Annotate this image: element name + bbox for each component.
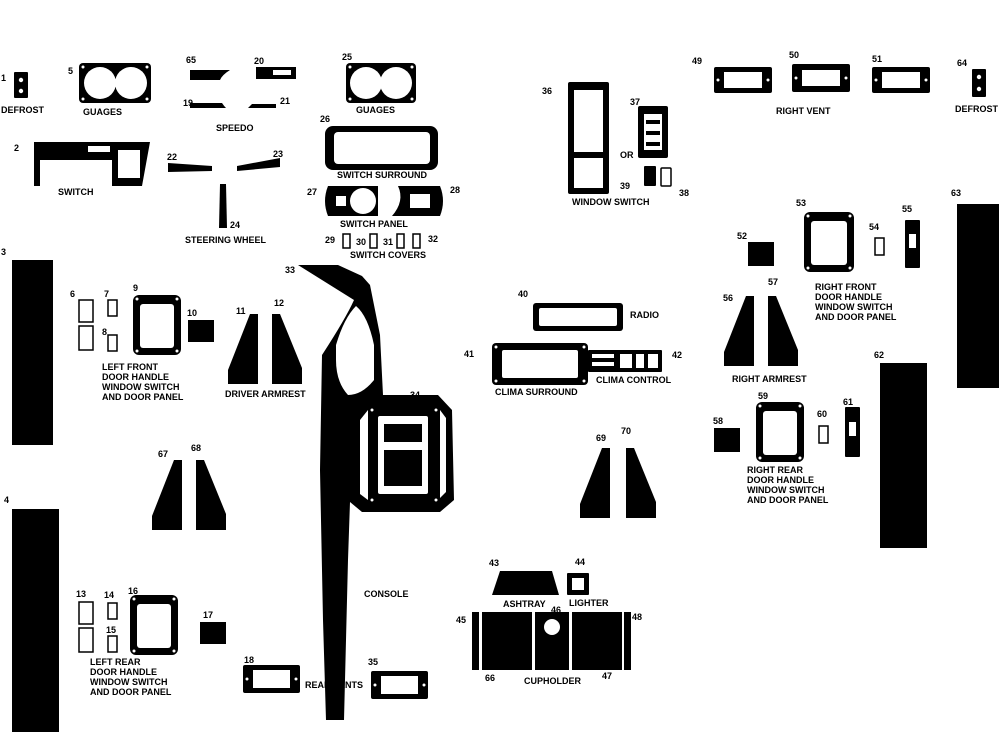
- part-16-left-rear-door: [130, 595, 178, 655]
- part-54-right-front-door: [874, 237, 885, 256]
- part-62-right-rear-strip: [880, 363, 927, 548]
- part-10-left-front-door: [188, 320, 214, 342]
- part-19-speedo: [190, 103, 226, 108]
- part-59-right-rear-door: [756, 402, 804, 462]
- part-52-right-front-door: [748, 242, 774, 266]
- part-39-window-switch: [644, 166, 656, 186]
- part-1-defrost-left: [14, 72, 28, 98]
- part-70-rear-armrest: [626, 448, 656, 518]
- part-41-clima-surround: [492, 343, 588, 385]
- part-15-left-rear-door: [107, 635, 118, 653]
- part-4-left-rear-strip: [12, 509, 59, 732]
- part-58-right-rear-door: [714, 428, 740, 452]
- part-20-speedo: [256, 67, 296, 79]
- part-2-switch: [34, 142, 150, 186]
- part-18-rear-vent: [243, 665, 300, 693]
- part-31-switch-cover: [396, 233, 405, 249]
- part-50-right-vent: [792, 64, 850, 92]
- part-38-window-switch: [660, 167, 672, 187]
- part-37-window-switch: [638, 106, 668, 158]
- part-22-steering-wheel: [168, 163, 212, 172]
- part-55-right-front-door: [905, 220, 920, 268]
- part-69-rear-armrest: [580, 448, 610, 518]
- part-56-right-armrest: [724, 296, 754, 366]
- part-53-right-front-door: [804, 212, 854, 272]
- part-23-steering-wheel: [237, 158, 280, 171]
- part-28-switch-panel: [392, 186, 443, 216]
- part-5-guages-left: [79, 63, 151, 103]
- part-12-driver-armrest: [272, 314, 302, 384]
- part-64-defrost-right: [972, 69, 986, 97]
- part-51-right-vent: [872, 67, 930, 93]
- part-60-right-rear-door: [818, 425, 829, 444]
- part-26-switch-surround: [325, 126, 438, 170]
- part-9-left-front-door: [133, 295, 181, 355]
- part-35-rear-vent: [371, 671, 428, 699]
- part-43-ashtray: [492, 571, 559, 595]
- part-36-window-switch: [568, 82, 609, 194]
- part-24-steering-wheel: [219, 184, 227, 228]
- part-3-left-door-strip: [12, 260, 53, 445]
- part-8-left-front-door: [107, 334, 118, 352]
- part-25-guages-center: [346, 63, 416, 103]
- part-49-right-vent: [714, 67, 772, 93]
- part-29-switch-cover: [342, 233, 351, 249]
- part-32-switch-cover: [412, 233, 421, 249]
- part-14-left-rear-door: [107, 602, 118, 620]
- part-66-cupholder: [482, 612, 532, 670]
- part-21-speedo: [248, 104, 276, 108]
- part-68-rear-armrest: [196, 460, 226, 530]
- part-7-left-front-door: [107, 299, 118, 317]
- part-27-switch-panel: [325, 186, 378, 216]
- part-11-driver-armrest: [228, 314, 258, 384]
- part-67-rear-armrest: [152, 460, 182, 530]
- part-65-speedo: [190, 70, 230, 80]
- part-45-cupholder: [472, 612, 479, 670]
- part-47-cupholder: [572, 612, 622, 670]
- part-17-left-rear-door: [200, 622, 226, 644]
- part-48-cupholder: [624, 612, 631, 670]
- part-44-lighter: [567, 573, 589, 595]
- part-13-left-rear-door: [78, 601, 94, 653]
- part-46-cupholder: [535, 612, 569, 670]
- part-61-right-rear-door: [845, 407, 860, 457]
- part-40-radio: [533, 303, 623, 331]
- part-57-right-armrest: [768, 296, 798, 366]
- part-42-clima-control: [588, 350, 662, 372]
- part-6-left-front-door: [78, 299, 94, 351]
- part-63-right-door-strip: [957, 204, 999, 388]
- part-30-switch-cover: [369, 233, 378, 249]
- part-34-console: [368, 406, 440, 504]
